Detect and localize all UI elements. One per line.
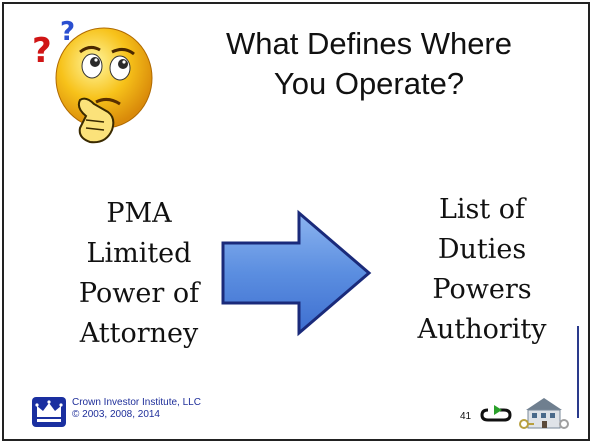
left-line: Power of — [78, 278, 200, 309]
slide: ? ? What Defines Where You Operate? PMA … — [2, 2, 590, 441]
title-line-1: What Defines Where — [226, 26, 512, 61]
footer-company: Crown Investor Institute, LLC — [72, 397, 201, 408]
svg-text:?: ? — [60, 17, 75, 47]
right-line: Duties — [437, 234, 527, 265]
right-arrow-icon — [221, 209, 372, 337]
svg-text:?: ? — [32, 31, 52, 71]
slide-title: What Defines Where You Operate? — [184, 24, 554, 104]
question-marks-icon: ? ? — [32, 17, 75, 71]
footer-copyright: © 2003, 2008, 2014 — [72, 409, 160, 420]
right-line: List of — [438, 194, 526, 225]
page-number: 41 — [460, 411, 472, 422]
left-text-block: PMA Limited Power of Attorney — [34, 194, 244, 354]
right-line: Authority — [417, 314, 547, 345]
right-text-block: List of Duties Powers Authority — [372, 190, 592, 350]
left-line: PMA — [106, 198, 172, 229]
title-line-2: You Operate? — [273, 66, 465, 101]
thinking-smiley-icon: ? ? — [32, 17, 153, 144]
left-line: Limited — [86, 238, 192, 269]
footer-text: Crown Investor Institute, LLC © 2003, 20… — [72, 397, 201, 421]
vertical-divider — [577, 326, 579, 418]
right-line: Powers — [432, 274, 532, 305]
house-keys-icon — [519, 398, 569, 429]
crown-logo-icon — [32, 397, 66, 427]
left-line: Attorney — [79, 318, 199, 349]
refresh-arrow-icon[interactable] — [480, 404, 512, 426]
